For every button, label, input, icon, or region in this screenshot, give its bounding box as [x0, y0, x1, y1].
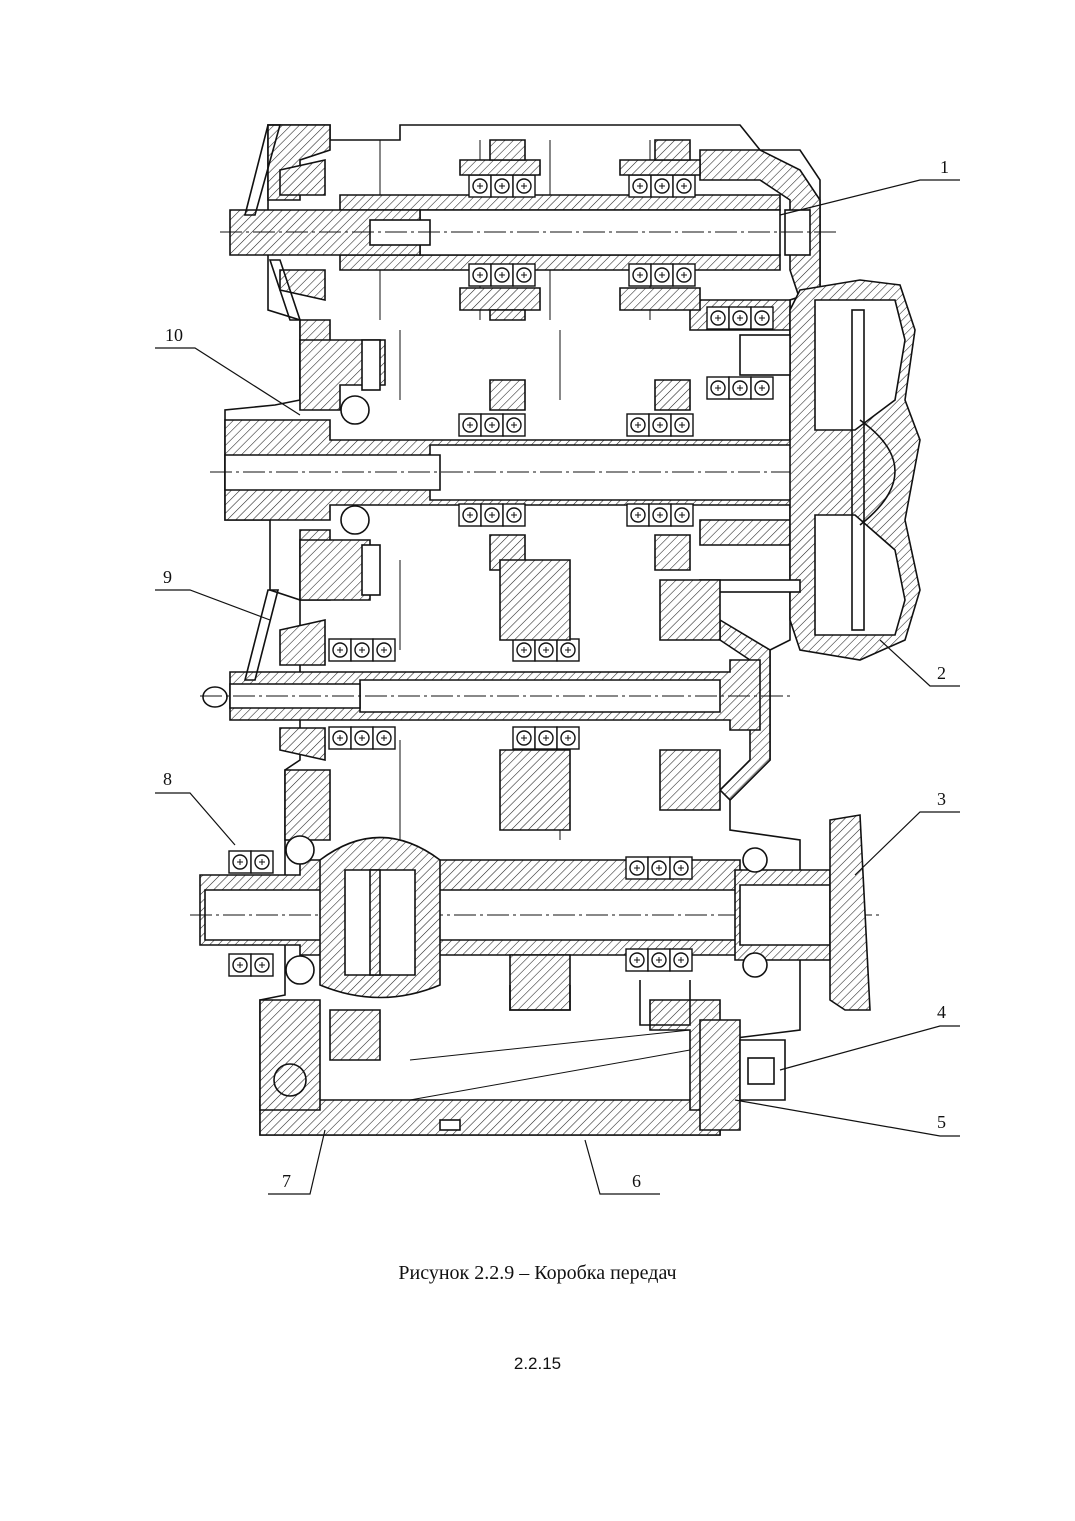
- leader-lines: [155, 179, 960, 1195]
- callout-1: 1: [940, 157, 949, 177]
- callout-8: 8: [163, 769, 172, 789]
- callout-9: 9: [163, 567, 172, 587]
- callout-10: 10: [165, 325, 183, 345]
- callout-6: 6: [632, 1171, 641, 1191]
- callout-2: 2: [937, 663, 946, 683]
- upper-shaft-assembly: [220, 124, 840, 321]
- differential-output-assembly: [190, 814, 880, 1131]
- input-shaft-assembly: [210, 279, 921, 661]
- callout-7: 7: [282, 1171, 291, 1191]
- page-number: 2.2.15: [513, 1354, 562, 1373]
- callout-4: 4: [937, 1002, 946, 1022]
- figure-caption: Рисунок 2.2.9 – Коробка передач: [398, 1262, 677, 1284]
- lower-shaft-assembly: [200, 559, 790, 831]
- callout-3: 3: [937, 789, 946, 809]
- callout-5: 5: [937, 1112, 946, 1132]
